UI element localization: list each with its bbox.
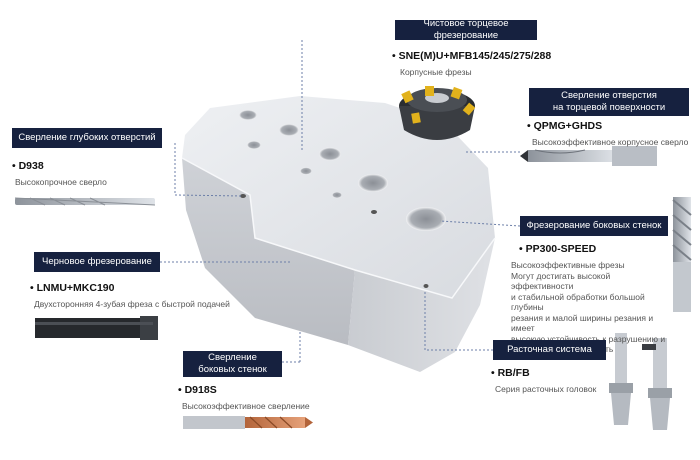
face-drilling-code: • QPMG+GHDS [527,120,603,132]
side-wall-milling-desc-line: резания и малой ширины резания и имеет [511,312,654,334]
rough-milling-desc: Двухсторонняя 4-зубая фреза с быстрой по… [34,299,230,309]
workpiece-hole [332,192,342,198]
side-drill-tool-image [183,416,313,429]
face-drilling-title-line1: Сверление отверстия [561,90,657,101]
side-drilling-code: • D918S [178,384,217,396]
side-wall-milling-title: Фрезерование боковых стенок [520,216,668,236]
side-wall-milling-desc-line: и стабильной обработки большой глубины [511,291,645,313]
workpiece-edge [181,157,496,299]
workpiece-hole [423,284,429,288]
face-milling-title: Чистовое торцевое фрезерование [395,18,537,41]
rough-mill-tool-image [35,316,158,340]
side-drilling-title: Сверление боковых стенок [183,351,282,377]
workpiece-hole [300,167,312,175]
workpiece-hole [239,110,257,120]
workpiece-hole [406,207,446,231]
side-drilling-title-line1: Сверление [208,352,257,363]
deep-hole-drill-tool-image [14,197,156,206]
side-drilling-desc: Высокоэффективное сверление [182,401,310,411]
deep-drilling-desc: Высокопрочное сверло [15,177,107,187]
workpiece-hole [279,124,299,136]
workpiece-side-face [348,238,495,372]
workpiece-hole [319,147,341,161]
side-wall-milling-desc-line: Высокоэффективные фрезы [511,260,625,270]
face-drilling-title: Сверление отверстия на торцевой поверхно… [529,88,689,116]
boring-code: • RB/FB [491,367,530,379]
face-milling-desc: Корпусные фрезы [400,67,472,77]
side-wall-milling-code: • PP300-SPEED [519,243,597,255]
workpiece-hole [358,174,388,192]
rough-milling-title: Черновое фрезерование [34,252,160,272]
indexable-drill-tool-image [520,146,657,166]
boring-desc: Серия расточных головок [495,384,597,394]
face-milling-code: • SNE(M)U+MFB145/245/275/288 [392,50,552,62]
rough-milling-code: • LNMU+MKC190 [30,282,115,294]
boring-tool-image [609,333,672,430]
boring-title: Расточная система [493,340,606,360]
end-mill-tool-image [672,197,692,312]
face-drilling-title-line2: на торцевой поверхности [552,102,666,113]
workpiece-hole [247,141,261,149]
side-wall-milling-desc-line: Могут достигать высокой эффективности [511,270,611,292]
side-wall-milling-desc-line: высокую устойчивость к разрушению и [511,333,666,344]
face-mill-tool-image [399,86,476,140]
workpiece-hole [371,210,377,214]
workpiece-front-face [182,158,355,345]
deep-drilling-code: • D938 [12,160,44,172]
deep-drilling-title: Сверление глубоких отверстий [12,128,162,148]
face-drilling-desc: Высокоэффективное корпусное сверло [532,137,689,147]
side-drilling-title-line2: боковых стенок [198,364,267,375]
leader-lines [160,40,521,363]
